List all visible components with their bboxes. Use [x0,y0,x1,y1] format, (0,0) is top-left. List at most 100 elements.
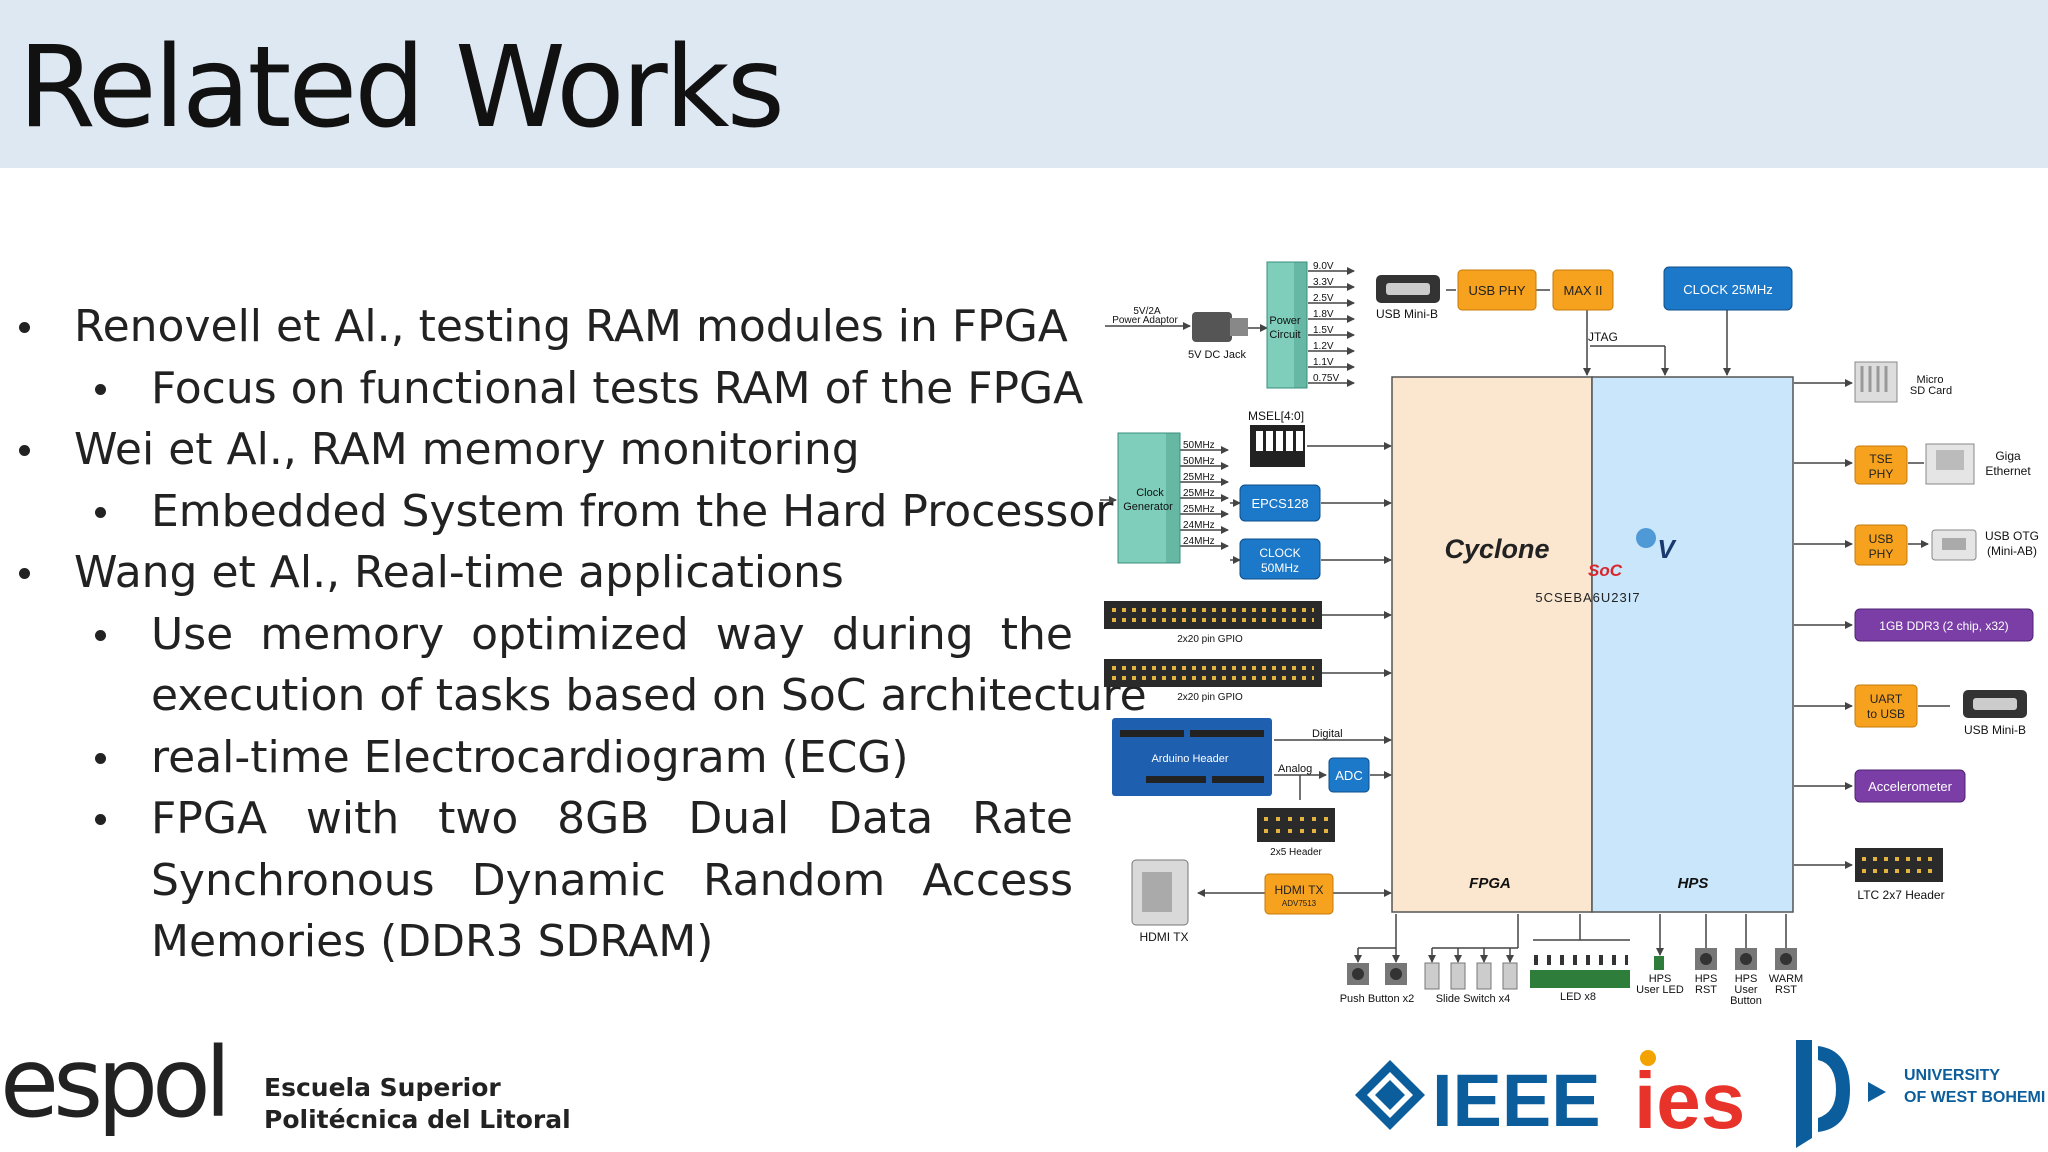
clock-gen-line-1: Clock [1136,487,1164,499]
bullet-text: FPGA with two 8GB Dual Data Rate [151,793,1073,844]
adaptor-line-1: 5V/2A [1133,306,1161,317]
freq-label: 25MHz [1183,488,1215,499]
chip-soc: SoC [1588,561,1623,580]
usb-otg-line-1: USB OTG [1985,529,2039,543]
digital-label: Digital [1312,728,1343,740]
adaptor-line-2: Power Adaptor [1112,315,1178,326]
voltage-label: 2.5V [1313,293,1334,304]
bullet-dot-icon [19,322,30,333]
bullet-dot-icon [19,445,30,456]
hps-user-btn-line-2: User [1734,984,1758,996]
power-circuit-block: Power Circuit [1266,261,1308,389]
clock-frequencies: 50MHz 50MHz 25MHz 25MHz 25MHz 24MHz 24MH… [1183,440,1215,547]
hps-rst-line-2: RST [1695,984,1717,996]
usb-mini-top-label: USB Mini-B [1376,307,1438,321]
voltage-label: 1.1V [1313,357,1334,368]
espol-logo: espol [0,1027,231,1139]
ddr3-chip [1854,608,2034,642]
hps-user-led-icon [1654,956,1664,970]
freq-label: 25MHz [1183,472,1215,483]
bullet-text: Wei et Al., RAM memory monitoring [74,424,860,475]
usb-phy-label: USB PHY [1468,283,1525,298]
hdmi-tx-chip [1264,873,1334,915]
partner-logos: IEEE ies UNIVERSITY OF WEST BOHEMIA [1355,1040,2045,1148]
analog-label: Analog [1278,763,1312,775]
voltage-label: 3.3V [1313,277,1334,288]
title-bar [0,0,2048,168]
uart-chip [1854,684,1918,728]
bullet-item: Wei et Al., RAM memory monitoring [0,419,1090,481]
clock-gen-line-2: Generator [1123,501,1173,513]
usb-mini-connector-icon [1376,275,1440,303]
bullet-text: Wang et Al., Real-time applications [74,547,844,598]
sub-bullet-item: Synchronous Dynamic Random Access [0,850,1090,912]
tse-phy-line-2: PHY [1869,467,1894,481]
slide-switch-label: Slide Switch x4 [1436,993,1511,1005]
sub-bullet-item: real-time Electrocardiogram (ECG) [0,727,1090,789]
hdmi-chip-line-1: HDMI TX [1274,883,1323,897]
bullet-dot-icon [95,383,106,395]
bullet-dot-icon [19,568,30,579]
fpga-region [1391,376,1593,913]
hps-button-icons [1695,948,1797,970]
bullet-list: Renovell et Al., testing RAM modules in … [0,296,1147,973]
micro-sd-line-1: Micro [1917,374,1944,386]
hps-led-line-2: User LED [1636,984,1684,996]
adc-label: ADC [1335,768,1362,783]
clock-generator-block: Clock Generator [1117,432,1181,564]
bullet-item: Renovell et Al., testing RAM modules in … [0,296,1090,358]
accelerometer-label: Accelerometer [1868,779,1952,794]
hdmi-chip-line-2: ADV7513 [1282,899,1317,908]
ies-spark-icon [1640,1050,1656,1066]
hps-user-btn-line-3: Button [1730,995,1762,1007]
micro-sd-icon [1854,361,1898,403]
clock50-line-2: 50MHz [1261,561,1299,575]
hdmi-tx-label: HDMI TX [1139,930,1188,944]
connector-lines [1100,267,1950,963]
gpio-header-icon [1104,659,1322,687]
usb-phy-right-chip [1854,524,1908,566]
bullet-text: Focus on functional tests RAM of the FPG… [151,362,1084,414]
slide-title: Related Works [18,23,785,153]
max2-label: MAX II [1563,283,1602,298]
hps-user-btn-line-1: HPS [1735,973,1758,985]
bullet-text: Memories (DDR3 SDRAM) [151,916,714,967]
clock25-label: CLOCK 25MHz [1683,282,1773,297]
clock50-chip [1239,538,1321,580]
power-circuit-line-1: Power [1269,315,1301,327]
clock25-chip [1663,266,1793,311]
adc-chip [1328,757,1370,793]
bullet-dot-icon [95,752,106,764]
voltage-label: 1.5V [1313,325,1334,336]
espol-sub-line-1: Escuela Superior [264,1073,501,1102]
ieee-diamond-icon [1355,1060,1425,1130]
micro-sd-line-2: SD Card [1910,385,1952,397]
hps-rst-line-1: HPS [1695,973,1718,985]
arduino-header-block: Arduino Header [1112,718,1272,796]
sub-bullet-item: FPGA with two 8GB Dual Data Rate [0,788,1090,850]
chip-part-number: 5CSEBA6U23I7 [1535,590,1640,605]
hps-label: HPS [1678,875,1709,892]
slide-switch-icons [1424,962,1518,990]
uwb-line-1: UNIVERSITY [1904,1067,2000,1084]
freq-label: 50MHz [1183,456,1215,467]
giga-line-1: Giga [1995,449,2021,463]
freq-label: 24MHz [1183,536,1215,547]
led-array-icon [1530,955,1630,988]
usb-phy-right-line-1: USB [1869,532,1894,546]
fpga-label: FPGA [1469,875,1511,892]
epcs-chip [1239,484,1321,522]
hdmi-connector-icon [1131,859,1189,926]
sub-bullet-item: Focus on functional tests RAM of the FPG… [0,358,1090,420]
bullet-dot-icon [95,629,106,641]
bullet-text: real-time Electrocardiogram (ECG) [151,731,909,783]
voltage-rails: 9.0V 3.3V 2.5V 1.8V 1.5V 1.2V 1.1V 0.75V [1313,261,1339,384]
sub-bullet-item: execution of tasks based on SoC architec… [0,665,1147,727]
usb-otg-line-2: (Mini-AB) [1987,544,2037,558]
bullet-dot-icon [95,814,106,825]
warm-rst-line-2: RST [1775,984,1797,996]
ies-logo-text: ies [1634,1056,1745,1145]
gpio-header-icon [1104,601,1322,629]
hps-region [1591,376,1794,913]
usb-mini-right-label: USB Mini-B [1964,723,2026,737]
